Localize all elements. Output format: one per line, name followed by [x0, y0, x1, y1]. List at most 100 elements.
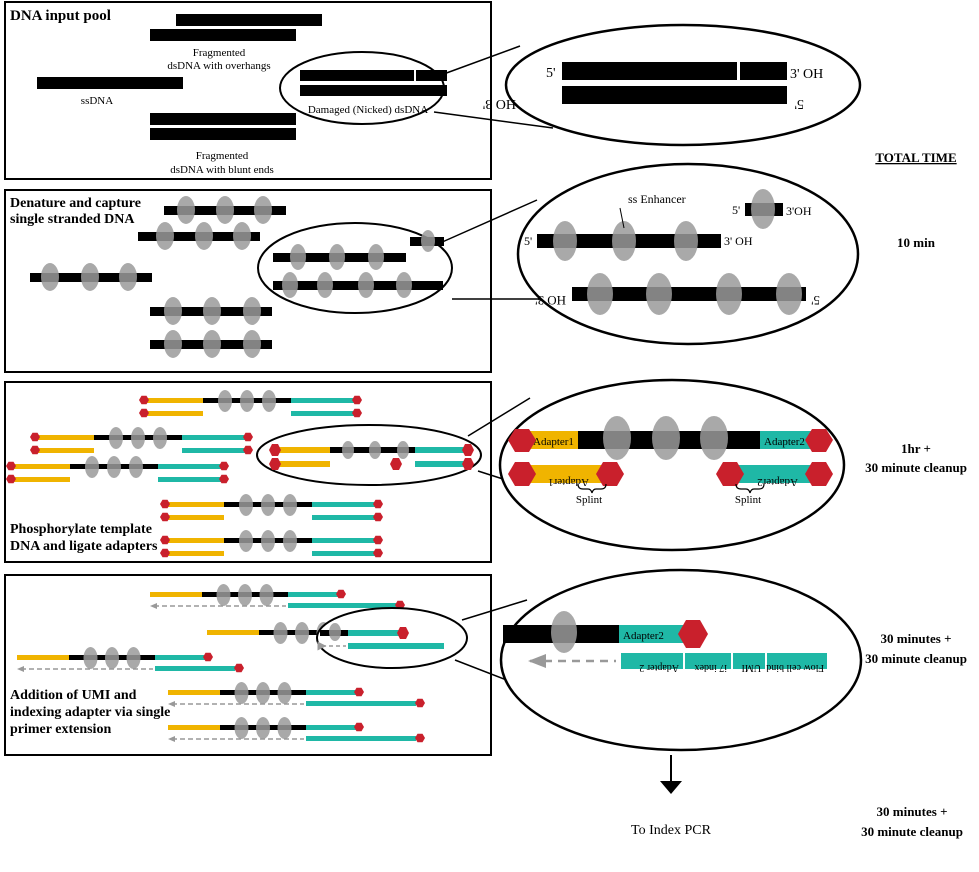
- phosphate: [336, 589, 346, 599]
- enhancer: [107, 456, 121, 478]
- phosphate: [30, 445, 40, 455]
- enhancer: [234, 682, 249, 704]
- adapter1-strand: [167, 538, 224, 543]
- seg-umi-label: UMI: [742, 662, 761, 673]
- extension-molecules: [17, 584, 425, 743]
- enhancer: [239, 494, 253, 516]
- adapter1-strand: [207, 630, 259, 635]
- phosphate: [397, 627, 409, 639]
- enhancer: [277, 682, 292, 704]
- damaged-label: Damaged (Nicked) dsDNA: [308, 104, 428, 116]
- enhancer: [83, 647, 98, 669]
- seg-adapter2: [621, 653, 683, 669]
- panel-4-border: [4, 574, 492, 756]
- zoom4-primer-arrowhead: [528, 654, 546, 668]
- enhancer: [216, 196, 234, 224]
- seg-i7-label: i7 index: [695, 662, 728, 673]
- oval-adapter2: [415, 447, 464, 453]
- enhancer: [195, 222, 213, 250]
- enhancer: [776, 273, 802, 315]
- phosphate: [354, 687, 364, 697]
- phosphate: [415, 698, 425, 708]
- seg-adapter2-label: Adapter 2: [639, 662, 679, 673]
- adapter2-splint: [312, 551, 376, 556]
- enhancer: [261, 494, 275, 516]
- zoom-oval-3: [498, 378, 846, 552]
- panel-1-border: [4, 1, 492, 180]
- enhancer: [238, 584, 252, 606]
- ssdna-label: ssDNA: [81, 95, 113, 107]
- adapter1-splint: [167, 515, 224, 520]
- zoom3-adapter2-splint: [737, 465, 812, 483]
- phosphate: [139, 408, 149, 418]
- phosphate: [373, 499, 383, 509]
- panel-2-title-2: single stranded DNA: [10, 212, 135, 227]
- enhancer: [203, 330, 221, 358]
- panel-4-title-2: indexing adapter via single: [10, 705, 170, 720]
- adapter2-strand: [306, 690, 356, 695]
- enhancer: [239, 530, 253, 552]
- phosphate: [160, 535, 170, 545]
- nicked-strand-left: [300, 70, 414, 81]
- enhancer: [282, 272, 298, 298]
- adapter2-strand: [182, 435, 246, 440]
- enhancer: [329, 244, 345, 270]
- phosphate: [243, 432, 253, 442]
- overhang-strand-bottom: [150, 29, 296, 41]
- zoom3-adapter1-label: Adapter1: [533, 436, 574, 448]
- enhancer: [256, 717, 270, 739]
- phosphate: [596, 462, 624, 486]
- ligation-oval: [256, 424, 482, 486]
- time-step-3-line-1: 1hr +: [901, 441, 931, 456]
- splint-label-left: Splint: [576, 494, 602, 506]
- adapter2-splint: [158, 477, 222, 482]
- adapter1-strand: [146, 398, 203, 403]
- zoom-nicked-right: [740, 62, 787, 80]
- frag-overhangs-label-2: dsDNA with overhangs: [167, 60, 270, 72]
- frag-blunt-label-1: Fragmented: [196, 150, 249, 162]
- extension-strand: [155, 666, 235, 671]
- panel-3-title-1: Phosphorylate template: [10, 522, 152, 537]
- oval4-adapter2: [348, 630, 400, 636]
- adapter2-strand: [155, 655, 205, 660]
- primer-arrowhead: [150, 603, 157, 609]
- adapter2-strand: [291, 398, 355, 403]
- zoom1-ho3: HO 3': [483, 96, 516, 111]
- enhancer: [652, 416, 680, 460]
- primer-arrowhead: [168, 701, 175, 707]
- zoom3-adapter2: [760, 431, 812, 449]
- enhancer: [243, 330, 261, 358]
- seg-flowcell: [767, 653, 827, 669]
- enhancer: [551, 611, 577, 653]
- zoom-line-2a: [439, 199, 538, 244]
- zoom-nicked-left: [562, 62, 737, 80]
- enhancer: [259, 584, 274, 606]
- primer-arrowhead: [17, 666, 24, 672]
- enhancer: [612, 221, 636, 261]
- seg-umi: [733, 653, 765, 669]
- enhancer: [273, 622, 288, 644]
- enhancer: [119, 263, 137, 291]
- phosphate: [160, 499, 170, 509]
- enhancer: [716, 273, 742, 315]
- phosphate: [716, 462, 744, 486]
- enhancer: [240, 390, 254, 412]
- ss-enhancer-label: ss Enhancer: [628, 192, 686, 206]
- adapter2-strand: [306, 725, 356, 730]
- extension-strand: [306, 736, 416, 741]
- splint-bracket-left: [577, 483, 607, 494]
- zoom1-5prime: 5': [546, 66, 556, 81]
- phosphate: [269, 458, 281, 470]
- zoom3-adapter1: [528, 431, 578, 449]
- time-step-4-line-2: 30 minute cleanup: [865, 651, 967, 666]
- enhancer: [254, 196, 272, 224]
- adapter1-strand: [17, 655, 69, 660]
- enhancer: [358, 272, 374, 298]
- adapter2-strand: [312, 502, 376, 507]
- enhancer: [153, 427, 167, 449]
- phosphate: [30, 432, 40, 442]
- seg-i7: [685, 653, 731, 669]
- adapter2-splint: [291, 411, 355, 416]
- phosphate: [678, 620, 708, 648]
- zoom2-3oh-b: 3' OH: [724, 234, 753, 248]
